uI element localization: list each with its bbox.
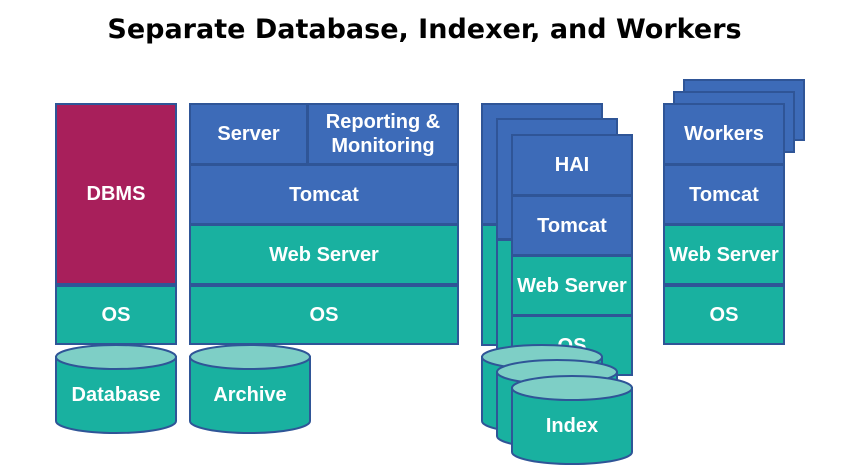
workers-tomcat-block: Tomcat [663,164,785,225]
server-block: Server [189,103,308,165]
hai-block: HAI [511,134,633,196]
indexer-tomcat-block: Tomcat [511,195,633,256]
index-cylinder-shape [511,375,633,465]
dbms-block: DBMS [55,103,177,285]
archive-cylinder-shape [189,344,311,434]
database-cylinder-label: Database [71,384,161,406]
workers-web-server-block: Web Server [663,224,785,285]
diagram-title: Separate Database, Indexer, and Workers [107,14,742,45]
database-cylinder-shape [55,344,177,434]
indexer-web-server-block: Web Server [511,255,633,316]
archive-cylinder-label: Archive [213,384,287,406]
main-os-block: OS [189,285,459,345]
main-web-server-block: Web Server [189,224,459,285]
workers-os-block: OS [663,285,785,345]
reporting-monitoring-block: Reporting & Monitoring [307,103,459,165]
index-cylinder-label: Index [545,415,599,437]
